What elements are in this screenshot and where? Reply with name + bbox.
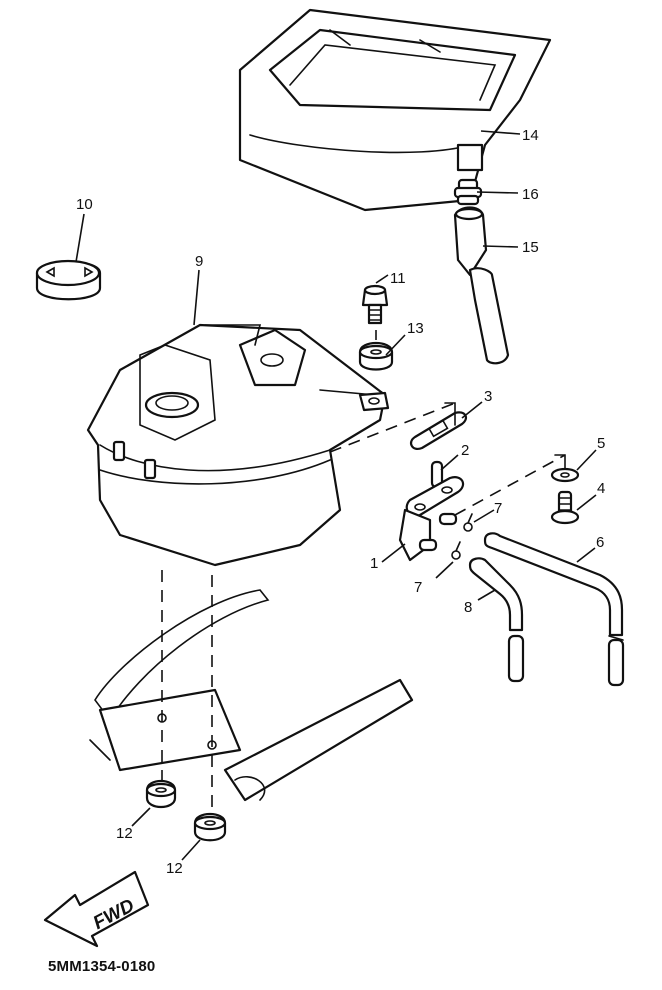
leader-lines bbox=[75, 130, 597, 861]
part-tank-cap[interactable] bbox=[35, 259, 102, 301]
part-bolt[interactable] bbox=[361, 284, 389, 325]
callout-12b: 12 bbox=[166, 860, 183, 877]
callout-2: 2 bbox=[461, 442, 469, 459]
callout-14: 14 bbox=[522, 127, 539, 144]
part-gasket[interactable] bbox=[409, 411, 468, 450]
frame-tubes bbox=[89, 589, 414, 802]
callout-12a: 12 bbox=[116, 825, 133, 842]
alignment-lines bbox=[157, 330, 566, 812]
part-drain-hose[interactable] bbox=[453, 206, 510, 365]
part-hose-clips[interactable] bbox=[451, 513, 473, 560]
callout-13: 13 bbox=[407, 320, 424, 337]
callout-9: 9 bbox=[195, 253, 203, 270]
part-fuel-tank[interactable] bbox=[86, 323, 390, 567]
callout-1: 1 bbox=[370, 555, 378, 572]
part-screw[interactable] bbox=[550, 490, 580, 525]
part-damper-12a[interactable] bbox=[145, 779, 177, 809]
part-vacuum-hose[interactable] bbox=[468, 557, 525, 683]
callout-8: 8 bbox=[464, 599, 472, 616]
callout-7a: 7 bbox=[494, 500, 502, 517]
forward-direction-arrow: FWD bbox=[43, 870, 150, 948]
part-fuel-cock[interactable] bbox=[398, 460, 465, 562]
callout-15: 15 bbox=[522, 239, 539, 256]
part-fuel-hose[interactable] bbox=[483, 532, 625, 687]
part-diagram-code: 5MM1354-0180 bbox=[48, 958, 156, 975]
callout-7b: 7 bbox=[414, 579, 422, 596]
callout-5: 5 bbox=[597, 435, 605, 452]
callout-10: 10 bbox=[76, 196, 93, 213]
part-washer[interactable] bbox=[550, 467, 580, 483]
callout-3: 3 bbox=[484, 388, 492, 405]
callout-labels: 10 9 11 13 14 16 15 3 2 5 4 1 7 7 6 8 12… bbox=[76, 127, 605, 877]
part-damper-13[interactable] bbox=[358, 341, 394, 371]
callout-16: 16 bbox=[522, 186, 539, 203]
part-tank-tray[interactable] bbox=[238, 8, 552, 212]
part-damper-12b[interactable] bbox=[193, 812, 227, 842]
callout-11: 11 bbox=[390, 270, 406, 287]
callout-4: 4 bbox=[597, 480, 605, 497]
callout-6: 6 bbox=[596, 534, 604, 551]
